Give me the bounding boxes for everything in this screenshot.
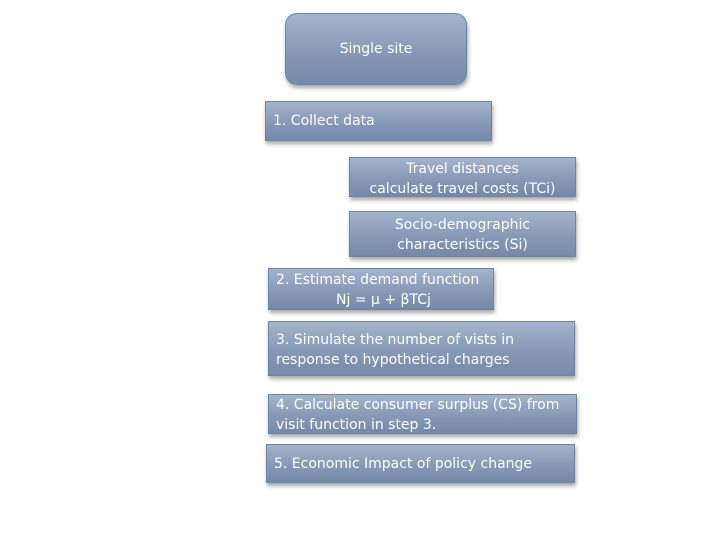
step5-box: 5. Economic Impact of policy change [266,444,575,483]
travel-costs-box: Travel distances calculate travel costs … [349,157,576,197]
travel-line2: calculate travel costs (TCi) [369,181,556,197]
step3-line1: 3. Simulate the number of vists in [276,332,515,348]
travel-line1: Travel distances [406,161,519,177]
step3-line2: response to hypothetical charges [276,352,510,368]
step2-box: 2. Estimate demand function Nj = μ + βTC… [268,268,494,310]
step4-line1: 4. Calculate consumer surplus (CS) from [276,397,560,413]
step5-label: 5. Economic Impact of policy change [274,455,533,472]
step2-line1: 2. Estimate demand function [276,272,480,288]
socio-demographic-box: Socio-demographic characteristics (Si) [349,211,576,257]
socio-line2: characteristics (Si) [397,237,528,253]
step1-label: 1. Collect data [273,113,375,129]
title-box: Single site [285,13,467,85]
socio-line1: Socio-demographic [394,217,531,233]
step2-formula: Nj = μ + βTCj [336,292,431,308]
step1-box: 1. Collect data [265,101,492,141]
step3-box: 3. Simulate the number of vists in respo… [268,321,575,376]
step4-line2: visit function in step 3. [276,417,437,433]
step4-box: 4. Calculate consumer surplus (CS) from … [268,394,577,434]
title-label: Single site [339,41,413,57]
